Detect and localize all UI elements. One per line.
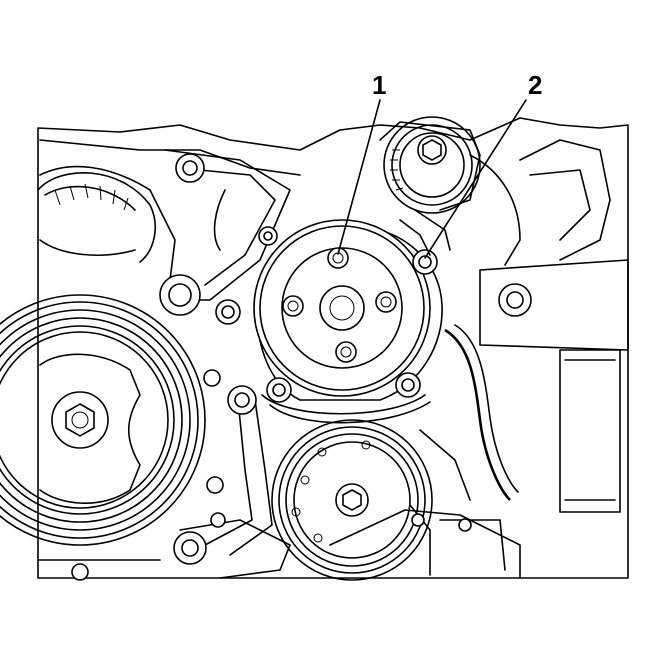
- coolant-hose: [399, 209, 519, 501]
- upper-left-bolts: [159, 153, 278, 325]
- tensioner-pulley: [379, 116, 481, 214]
- callout-label-1: 1: [372, 70, 387, 100]
- leader-line-2: [424, 99, 527, 259]
- compressor-pulley: [271, 419, 433, 581]
- bracket-arm: [164, 149, 291, 301]
- callout-leaders: [337, 99, 527, 259]
- callout-label-2: 2: [528, 70, 543, 100]
- engine-block-outline: [37, 117, 629, 579]
- water-pump: [253, 219, 443, 424]
- lower-bracket: [173, 385, 291, 579]
- crankshaft-pulley: [0, 294, 206, 546]
- right-housing: [469, 139, 629, 513]
- lower-left-parts: [37, 369, 226, 581]
- timing-cover: [37, 172, 156, 263]
- leader-line-1: [337, 99, 381, 255]
- compressor-body: [329, 429, 521, 579]
